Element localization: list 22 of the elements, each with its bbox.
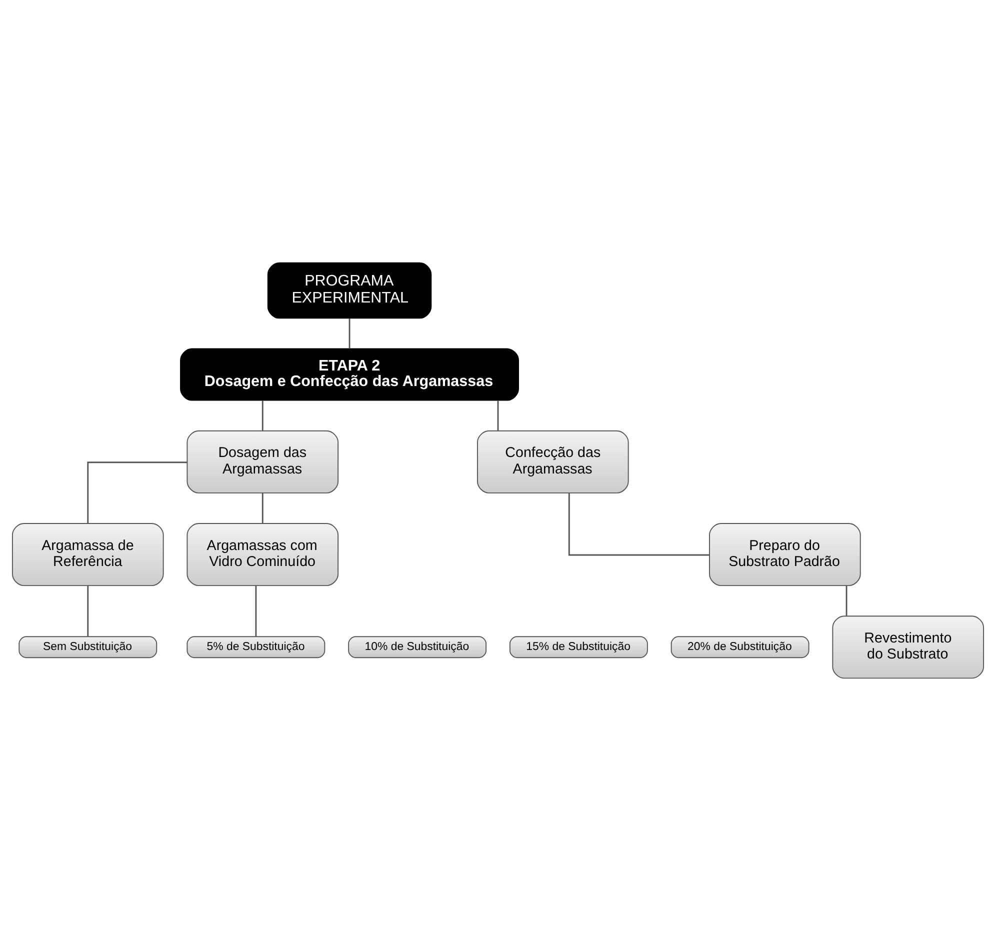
node-box: Confecção das Argamassas: [477, 430, 629, 494]
node-box: PROGRAMA EXPERIMENTAL: [267, 262, 432, 319]
connector: [568, 493, 710, 556]
node-box: Revestimento do Substrato: [832, 616, 984, 679]
connector: [846, 586, 848, 616]
node-box: ETAPA 2 Dosagem e Confecção das Argamassas: [180, 348, 519, 401]
connector: [262, 400, 264, 431]
connector: [262, 493, 264, 524]
node-box: Preparo do Substrato Padrão: [709, 523, 861, 586]
node-box: Argamassas com Vidro Cominuído: [186, 523, 339, 586]
node-box: 5% de Substituição: [186, 636, 326, 658]
connector: [348, 318, 350, 349]
connector: [255, 586, 257, 637]
node-box: Sem Substituição: [18, 636, 158, 658]
connector: [497, 400, 499, 431]
node-box: 20% de Substituição: [670, 636, 810, 658]
connector: [87, 586, 89, 637]
connector: [87, 462, 187, 524]
node-box: 15% de Substituição: [509, 636, 648, 658]
node-box: Argamassa de Referência: [12, 523, 164, 586]
node-box: Dosagem das Argamassas: [186, 430, 339, 494]
node-box: 10% de Substituição: [348, 636, 487, 658]
